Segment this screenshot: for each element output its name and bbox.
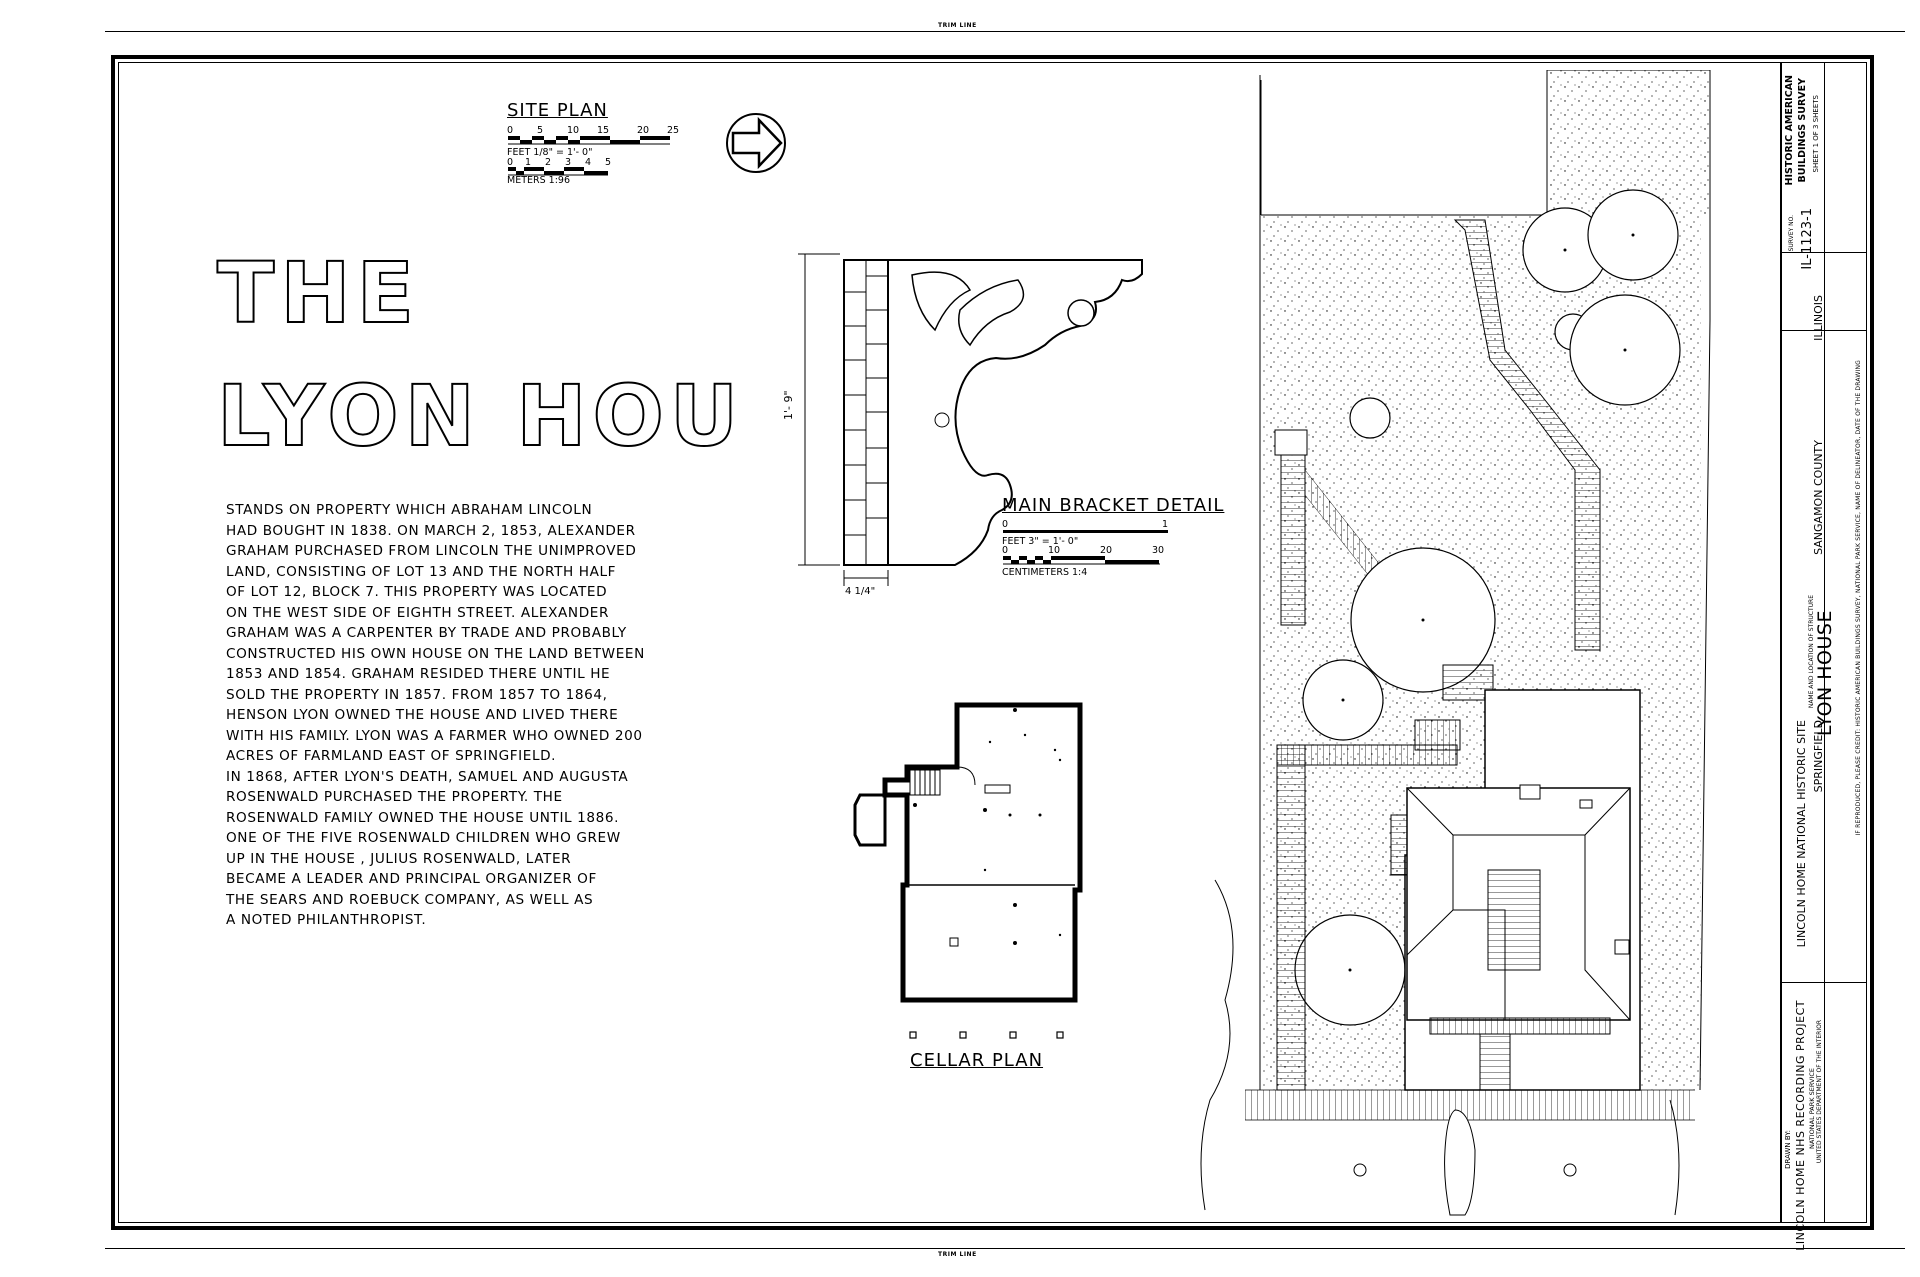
narrative-line: WITH HIS FAMILY. LYON WAS A FARMER WHO O… [226,727,643,744]
trim-line-top-label: TRIM LINE [938,22,977,29]
narrative-line: HENSON LYON OWNED THE HOUSE AND LIVED TH… [226,707,619,723]
meter-scale-bar [508,167,608,176]
scale-tick-label: 10 [1048,545,1060,556]
scale-tick-label: 5 [605,157,611,168]
scale-tick-label: 3 [565,157,571,168]
feet-scale-label: FEET 1/8" = 1'- 0" [507,147,592,158]
narrative-line: HAD BOUGHT IN 1838. ON MARCH 2, 1853, AL… [226,522,636,539]
survey-number: IL-1123-1 [1800,208,1815,270]
credit-line: IF REPRODUCED, PLEASE CREDIT: HISTORIC A… [1855,360,1862,836]
agency-name: NATIONAL PARK SERVICE [1808,1068,1816,1150]
cellar-plan-drawing [853,702,1083,1039]
city-name: SPRINGFIELD [1812,720,1825,793]
sheet-border-outer [111,55,1874,1230]
sheet-number: SHEET 1 OF 3 SHEETS [1812,95,1820,173]
title-block-divider [1780,62,1782,1223]
narrative-line: ROSENWALD FAMILY OWNED THE HOUSE UNTIL 1… [226,809,620,826]
narrative-line: CONSTRUCTED HIS OWN HOUSE ON THE LAND BE… [226,645,645,662]
state-name: ILLINOIS [1812,295,1825,341]
narrative-line: IN 1868, AFTER LYON'S DEATH, SAMUEL AND … [226,768,629,785]
narrative-line: THE SEARS AND ROEBUCK COMPANY, AS WELL A… [226,891,594,908]
narrative-line: OF LOT 12, BLOCK 7. THIS PROPERTY WAS LO… [226,584,608,600]
bracket-height-dimension: 1'- 9" [782,390,795,420]
narrative-line: GRAHAM WAS A CARPENTER BY TRADE AND PROB… [226,625,627,641]
narrative-line: STANDS ON PROPERTY WHICH ABRAHAM LINCOLN [226,502,593,518]
title-block-divider [1780,982,1867,983]
bracket-width-dimension: 4 1/4" [845,586,875,595]
habs-title-line-1: HISTORIC AMERICAN [1784,75,1795,186]
scale-tick-label: 20 [637,125,649,136]
bracket-scale: 0 1 FEET 3" = 1'- 0" 0 10 20 30 CENTIMET… [1002,519,1168,578]
trim-line-bottom [105,1248,1905,1249]
scale-tick-label: 10 [567,125,579,136]
site-plan-scale: 0 5 10 15 20 25 FEET 1/8" = 1'- 0" 0 1 2… [507,125,679,184]
scale-tick-label: 1 [1162,519,1168,530]
scale-tick-label: 1 [525,157,531,168]
narrative-line: ROSENWALD PURCHASED THE PROPERTY. THE [226,789,563,805]
north-arrow-icon [726,113,786,173]
title-line-1: THE [217,244,420,342]
narrative-line: BECAME A LEADER AND PRINCIPAL ORGANIZER … [226,871,597,887]
project-name: LINCOLN HOME NHS RECORDING PROJECT [1794,1000,1807,1251]
county-name: SANGAMON COUNTY [1812,440,1825,555]
scale-tick-label: 0 [507,157,513,168]
scale-tick-label: 30 [1152,545,1164,556]
narrative-line: ONE OF THE FIVE ROSENWALD CHILDREN WHO G… [226,830,621,846]
meter-scale-label: METERS 1:96 [507,175,570,184]
history-narrative: STANDS ON PROPERTY WHICH ABRAHAM LINCOLN… [226,500,645,931]
cellar-plan-caption: CELLAR PLAN [910,1050,1044,1071]
site-plan-drawing [1200,70,1711,1216]
sheet-border-inner [118,62,1867,1223]
bracket-detail-drawing: 1'- 9" 4 1/4" [782,253,1143,595]
title-block-divider [1780,330,1867,331]
site-name: LINCOLN HOME NATIONAL HISTORIC SITE [1795,720,1808,948]
drawn-by-label: DRAWN BY: [1784,1130,1792,1169]
scale-tick-label: 4 [585,157,591,168]
narrative-line: 1853 AND 1854. GRAHAM RESIDED THERE UNTI… [226,666,611,682]
scale-tick-label: 25 [667,125,679,136]
habs-title-line-2: BUILDINGS SURVEY [1797,78,1808,183]
bracket-caption: MAIN BRACKET DETAIL [1002,495,1225,516]
narrative-line: UP IN THE HOUSE , JULIUS ROSENWALD, LATE… [226,850,572,867]
scale-tick-label: 5 [537,125,543,136]
trim-line-top [105,31,1905,32]
feet-scale-bar [508,136,670,145]
scale-tick-label: 15 [597,125,609,136]
scale-tick-label: 0 [507,125,513,136]
scale-tick-label: 0 [1002,519,1008,530]
narrative-line: ON THE WEST SIDE OF EIGHTH STREET. ALEXA… [226,604,609,621]
scale-tick-label: 2 [545,157,551,168]
title-block [1780,62,1867,1223]
title-block-divider [1780,252,1867,253]
scale-tick-label: 0 [1002,545,1008,556]
trim-line-bottom-label: TRIM LINE [938,1251,977,1258]
narrative-line: ACRES OF FARMLAND EAST OF SPRINGFIELD. [226,748,557,764]
main-title: THE LYON HOUSE [216,243,735,460]
cm-scale-label: CENTIMETERS 1:4 [1002,567,1087,578]
structure-name: LYON HOUSE [1814,610,1836,737]
narrative-line: SOLD THE PROPERTY IN 1857. FROM 1857 TO … [226,686,608,703]
survey-number-label: SURVEY NO. [1788,215,1795,252]
scale-tick-label: 20 [1100,545,1112,556]
narrative-line: LAND, CONSISTING OF LOT 13 AND THE NORTH… [226,563,617,580]
site-plan-caption: SITE PLAN [507,100,608,121]
title-block-divider [1824,62,1825,1223]
narrative-line: GRAHAM PURCHASED FROM LINCOLN THE UNIMPR… [226,543,637,559]
narrative-line: A NOTED PHILANTHROPIST. [226,912,427,928]
title-line-2: LYON HOUSE [217,367,735,460]
department-name: UNITED STATES DEPARTMENT OF THE INTERIOR [1816,1020,1823,1164]
feet-scale-label: FEET 3" = 1'- 0" [1002,536,1078,547]
